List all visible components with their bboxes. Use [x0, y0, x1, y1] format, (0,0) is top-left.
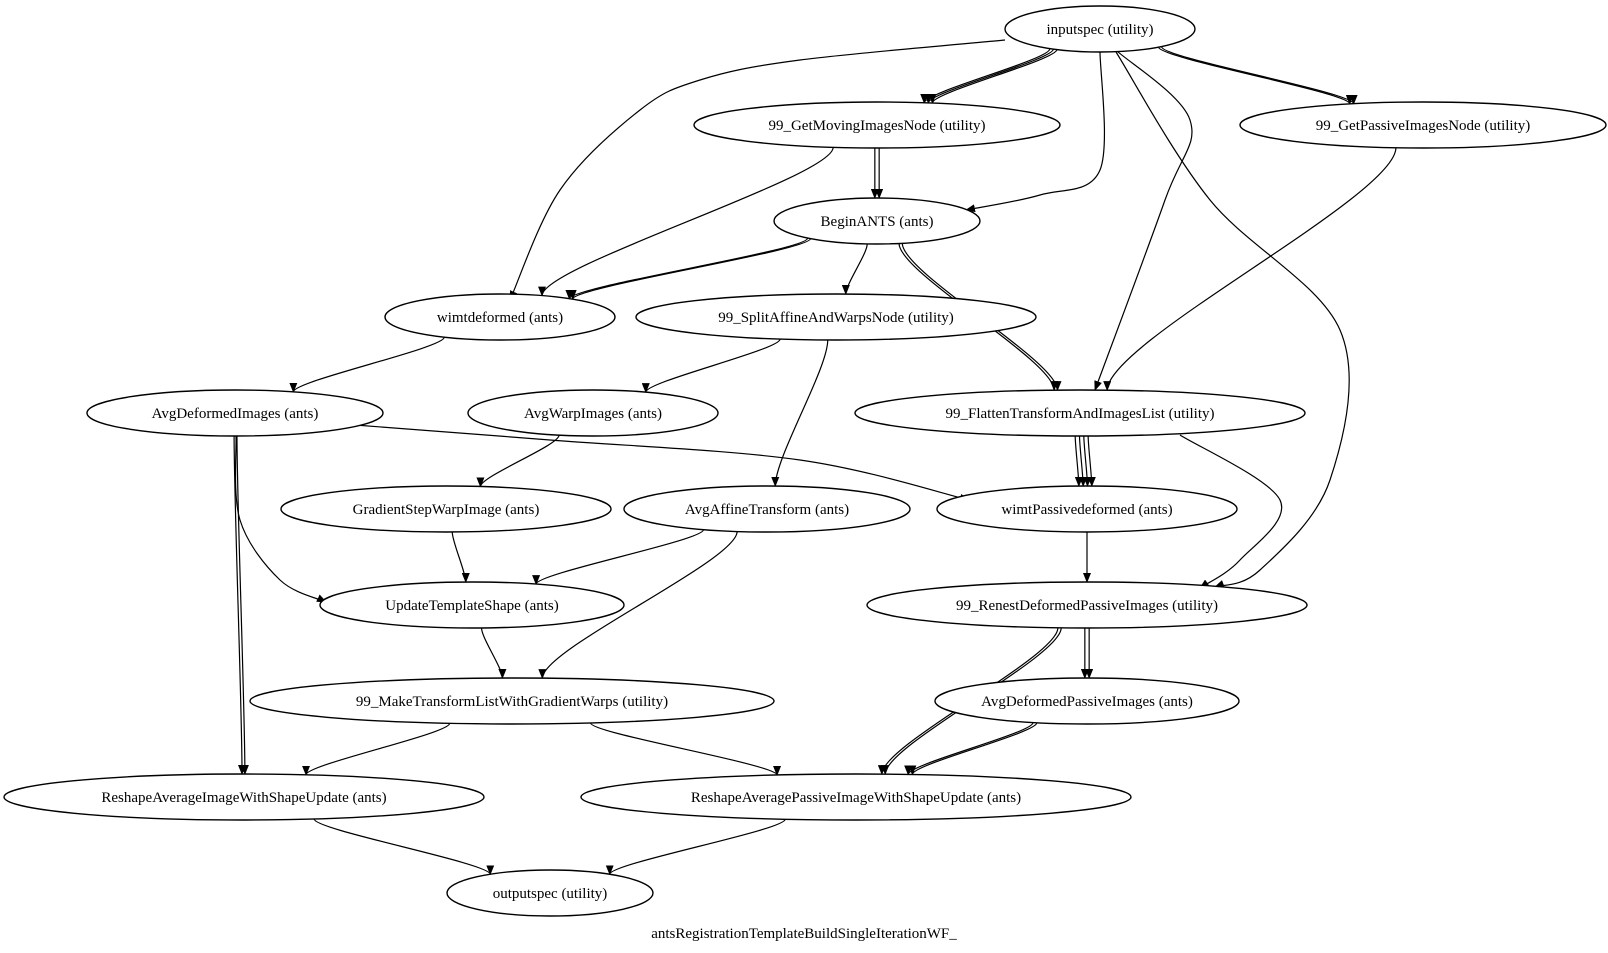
node-label: inputspec (utility) — [1046, 22, 1153, 38]
edge-avgdeformed-to-reshapeavg — [236, 435, 249, 775]
node-wimtpassive[interactable]: wimtPassivedeformed (ants) — [936, 485, 1238, 533]
edge-avgdeformed-to-reshapeavg — [233, 435, 247, 775]
edge-avgdeformedpassive-to-reshapepassive — [908, 722, 1038, 776]
node-label: AvgAffineTransform (ants) — [685, 502, 849, 518]
edge-inputspec-to-getpassive — [1157, 46, 1354, 105]
node-ellipse — [3, 773, 485, 821]
edge-flatten-to-wimtpassive — [1078, 435, 1088, 488]
edge-avgaffine-to-updatetemplate — [532, 529, 705, 586]
node-ellipse — [86, 389, 384, 437]
node-label: AvgDeformedImages (ants) — [152, 406, 319, 422]
edge-flatten-to-wimtpassive — [1074, 435, 1083, 488]
node-label: wimtdeformed (ants) — [437, 310, 563, 326]
edge-updatetemplate-to-maketransform — [480, 627, 507, 680]
node-ellipse — [580, 773, 1132, 821]
node-renest[interactable]: 99_RenestDeformedPassiveImages (utility) — [866, 581, 1308, 629]
edge-beginants-to-wimtdeformed — [565, 237, 809, 300]
node-ellipse — [384, 293, 616, 341]
node-ellipse — [936, 485, 1238, 533]
node-label: ReshapeAverageImageWithShapeUpdate (ants… — [101, 790, 386, 806]
edge-avgdeformed-to-wimtpassive — [354, 424, 970, 502]
node-label: outputspec (utility) — [493, 886, 608, 902]
node-inputspec[interactable]: inputspec (utility) — [1004, 5, 1196, 53]
edge-reshapeavg-to-outputspec — [313, 818, 495, 876]
node-avgaffine[interactable]: AvgAffineTransform (ants) — [623, 485, 911, 533]
node-label: wimtPassivedeformed (ants) — [1001, 502, 1172, 518]
node-label: 99_RenestDeformedPassiveImages (utility) — [956, 598, 1218, 614]
node-ellipse — [467, 389, 719, 437]
node-label: ReshapeAveragePassiveImageWithShapeUpdat… — [691, 790, 1021, 806]
node-wimtdeformed[interactable]: wimtdeformed (ants) — [384, 293, 616, 341]
node-ellipse — [623, 485, 911, 533]
node-getpassive[interactable]: 99_GetPassiveImagesNode (utility) — [1239, 101, 1607, 149]
edge-flatten-to-wimtpassive — [1087, 435, 1096, 488]
node-label: 99_GetPassiveImagesNode (utility) — [1316, 118, 1531, 134]
node-ellipse — [1004, 5, 1196, 53]
edge-getpassive-to-flatten — [1103, 147, 1397, 392]
edge-maketransform-to-reshapeavg — [302, 722, 451, 776]
node-ellipse — [1239, 101, 1607, 149]
node-ellipse — [866, 581, 1308, 629]
node-label: AvgWarpImages (ants) — [524, 406, 662, 422]
node-splitaffine[interactable]: 99_SplitAffineAndWarpsNode (utility) — [635, 293, 1037, 341]
edge-avgaffine-to-maketransform — [538, 531, 738, 680]
node-avgdeformed[interactable]: AvgDeformedImages (ants) — [86, 389, 384, 437]
node-ellipse — [693, 101, 1061, 149]
node-ellipse — [854, 389, 1306, 437]
node-gradientstep[interactable]: GradientStepWarpImage (ants) — [280, 485, 612, 533]
node-ellipse — [635, 293, 1037, 341]
node-reshapepassive[interactable]: ReshapeAveragePassiveImageWithShapeUpdat… — [580, 773, 1132, 821]
graph-caption: antsRegistrationTemplateBuildSingleItera… — [651, 926, 957, 942]
edge-flatten-to-renest — [1179, 434, 1283, 589]
edge-beginants-to-wimtdeformed — [568, 237, 812, 300]
node-ellipse — [934, 677, 1240, 725]
node-avgdeformedpassive[interactable]: AvgDeformedPassiveImages (ants) — [934, 677, 1240, 725]
node-flatten[interactable]: 99_FlattenTransformAndImagesList (utilit… — [854, 389, 1306, 437]
edge-maketransform-to-reshapepassive — [590, 722, 781, 776]
node-label: UpdateTemplateShape (ants) — [385, 598, 558, 614]
node-ellipse — [773, 197, 981, 245]
node-avgwarp[interactable]: AvgWarpImages (ants) — [467, 389, 719, 437]
node-outputspec[interactable]: outputspec (utility) — [446, 869, 654, 917]
edge-inputspec-to-getmoving — [928, 48, 1058, 104]
edge-getmoving-to-wimtdeformed — [538, 147, 834, 297]
edge-wimtdeformed-to-avgdeformed — [289, 336, 446, 393]
edge-avgwarp-to-gradientstep — [476, 434, 560, 488]
edge-inputspec-to-flatten — [1094, 50, 1193, 391]
edge-inputspec-to-wimtdeformed — [509, 39, 1006, 301]
nodes-layer: inputspec (utility) 99_GetMovingImagesNod… — [3, 5, 1607, 917]
node-label: 99_SplitAffineAndWarpsNode (utility) — [718, 310, 954, 326]
node-label: 99_MakeTransformListWithGradientWarps (u… — [356, 694, 668, 710]
node-getmoving[interactable]: 99_GetMovingImagesNode (utility) — [693, 101, 1061, 149]
node-ellipse — [446, 869, 654, 917]
node-reshapeavg[interactable]: ReshapeAverageImageWithShapeUpdate (ants… — [3, 773, 485, 821]
edge-avgdeformed-to-updatetemplate — [234, 435, 327, 603]
edge-gradientstep-to-updatetemplate — [451, 531, 470, 584]
edge-inputspec-to-getpassive — [1161, 46, 1358, 105]
node-label: BeginANTS (ants) — [821, 214, 934, 230]
edge-splitaffine-to-avgwarp — [641, 338, 781, 394]
node-ellipse — [249, 677, 775, 725]
edge-inputspec-to-renest — [1115, 51, 1350, 588]
node-ellipse — [280, 485, 612, 533]
edges-layer — [233, 39, 1397, 876]
node-label: AvgDeformedPassiveImages (ants) — [981, 694, 1193, 710]
node-label: GradientStepWarpImage (ants) — [353, 502, 540, 518]
edge-inputspec-to-beginants — [965, 51, 1106, 213]
edge-flatten-to-wimtpassive — [1083, 435, 1092, 487]
node-updatetemplate[interactable]: UpdateTemplateShape (ants) — [319, 581, 625, 629]
edge-reshapepassive-to-outputspec — [605, 818, 786, 876]
edge-beginants-to-splitaffine — [841, 243, 868, 296]
edge-inputspec-to-getmoving — [924, 48, 1055, 104]
edge-splitaffine-to-avgaffine — [771, 339, 829, 488]
node-label: 99_FlattenTransformAndImagesList (utilit… — [945, 406, 1214, 422]
node-beginants[interactable]: BeginANTS (ants) — [773, 197, 981, 245]
node-maketransform[interactable]: 99_MakeTransformListWithGradientWarps (u… — [249, 677, 775, 725]
node-label: 99_GetMovingImagesNode (utility) — [768, 118, 985, 134]
node-ellipse — [319, 581, 625, 629]
